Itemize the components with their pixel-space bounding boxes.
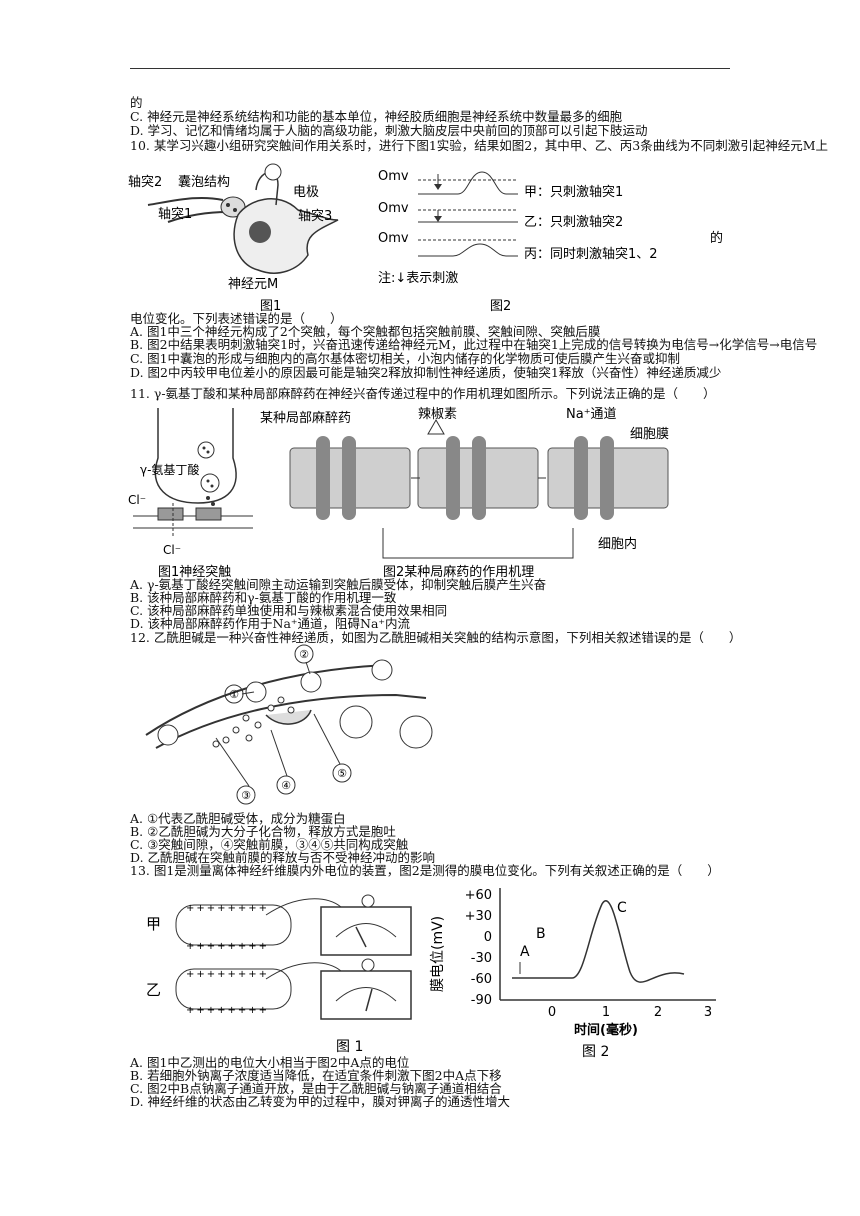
text-line: D. 乙酰胆碱在突触前膜的释放与否不受神经冲动的影响 bbox=[130, 850, 436, 865]
fig12-mark: ④ bbox=[281, 779, 291, 792]
text-line: D. 学习、记忆和情绪均属于人脑的高级功能，刺激大脑皮层中央前回的顶部可以引起下… bbox=[130, 123, 648, 138]
figure-11: γ-氨基丁酸 Cl⁻ Cl⁻ 某种局部麻醉药 辣椒素 Na⁺通道 细胞膜 细胞内… bbox=[128, 407, 669, 580]
fig10-label: 轴突1 bbox=[158, 206, 192, 222]
fig11-channel: Na⁺通道 bbox=[566, 407, 617, 422]
fig11-ion: Cl⁻ bbox=[128, 493, 146, 507]
text-line: A. 图1中乙测出的电位大小相当于图2中A点的电位 bbox=[130, 1055, 410, 1070]
fig11-ion: Cl⁻ bbox=[163, 543, 181, 557]
fig13-label: 乙 bbox=[146, 981, 161, 999]
svg-text:++++++++: ++++++++ bbox=[186, 969, 269, 980]
svg-text:++++++++: ++++++++ bbox=[186, 1005, 269, 1016]
fig13-ylabel: 膜电位(mV) bbox=[430, 916, 446, 992]
text-line: A. ①代表乙酰胆碱受体，成分为糖蛋白 bbox=[130, 811, 346, 826]
fig10-note: 注:↓表示刺激 bbox=[378, 271, 458, 286]
fig12-mark: ① bbox=[229, 688, 239, 701]
fig13-ytick: +30 bbox=[465, 909, 492, 924]
fig10-label: 轴突3 bbox=[298, 208, 332, 224]
header-rule bbox=[130, 68, 730, 69]
fig13-label: 甲 bbox=[146, 915, 161, 933]
figure-12: ① ② ③ ④ ⑤ bbox=[145, 644, 433, 805]
fig13-point: C bbox=[617, 900, 627, 916]
fig13-xtick: 0 bbox=[548, 1005, 556, 1020]
fig13-xtick: 1 bbox=[602, 1005, 610, 1020]
question-10: 10. 某学习兴趣小组研究突触间作用关系时，进行下图1实验，结果如图2，其中甲、… bbox=[130, 138, 829, 153]
fig13-caption: 图 2 bbox=[582, 1044, 609, 1060]
fig13-xtick: 2 bbox=[654, 1005, 662, 1020]
fig10-ref: Omv bbox=[378, 169, 409, 184]
fig10-label: 电极 bbox=[293, 185, 319, 200]
question-12: 12. 乙酰胆碱是一种兴奋性神经递质，如图为乙酰胆碱相关突触的结构示意图，下列相… bbox=[130, 630, 742, 645]
svg-text:++++++++: ++++++++ bbox=[186, 941, 269, 952]
svg-text:++++++++: ++++++++ bbox=[186, 903, 269, 914]
fig11-drug: 某种局部麻醉药 bbox=[260, 410, 351, 426]
text-line: C. 图1中囊泡的形成与细胞内的高尔基体密切相关，小泡内储存的化学物质可使后膜产… bbox=[130, 351, 681, 366]
fig10-ref: Omv bbox=[378, 231, 409, 246]
text-line: B. ②乙酰胆碱为大分子化合物，释放方式是胞吐 bbox=[130, 824, 396, 839]
fig13-ytick: -90 bbox=[471, 993, 492, 1008]
fig13-caption: 图 1 bbox=[336, 1039, 363, 1055]
figure-10-2: Omv Omv Omv 甲：只刺激轴突1 乙：只刺激轴突2 丙：同时刺激轴突1、… bbox=[378, 169, 723, 314]
fig11-label: γ-氨基丁酸 bbox=[140, 462, 199, 477]
figure-13-2: 膜电位(mV) +60 +30 0 -30 -60 -90 0 1 2 3 时间… bbox=[430, 888, 716, 1060]
question-13: 13. 图1是测量离体神经纤维膜内外电位的装置，图2是测得的膜电位变化。下列有关… bbox=[130, 863, 720, 878]
fig11-inside: 细胞内 bbox=[598, 536, 637, 552]
fig10-series: 丙：同时刺激轴突1、2 bbox=[524, 246, 658, 262]
fig11-capsaicin: 辣椒素 bbox=[418, 407, 457, 422]
fig10-label: 囊泡结构 bbox=[178, 174, 230, 190]
fig10-series: 甲：只刺激轴突1 bbox=[524, 184, 623, 200]
fig13-point: B bbox=[536, 926, 546, 942]
text-line: 电位变化。下列表述错误的是（ ） bbox=[130, 311, 343, 326]
fig11-caption: 图2某种局麻药的作用机理 bbox=[383, 564, 534, 580]
text-line: 的 bbox=[130, 95, 143, 110]
fig11-caption: 图1神经突触 bbox=[158, 564, 231, 580]
fig10-ref: Omv bbox=[378, 201, 409, 216]
fig10-caption: 图1 bbox=[260, 299, 281, 314]
fig13-ytick: -30 bbox=[471, 951, 492, 966]
fig10-caption: 图2 bbox=[490, 299, 511, 314]
fig12-mark: ② bbox=[299, 648, 309, 661]
text-line: D. 神经纤维的状态由乙转变为甲的过程中，膜对钾离子的通透性增大 bbox=[130, 1094, 511, 1109]
fig13-ytick: +60 bbox=[465, 888, 492, 903]
fig12-mark: ③ bbox=[241, 789, 251, 802]
text-line: C. 图2中B点钠离子通道开放，是由于乙酰胆碱与钠离子通道相结合 bbox=[130, 1081, 502, 1096]
text-line: D. 图2中丙较甲电位差小的原因最可能是轴突2释放抑制性神经递质，使轴突1释放（… bbox=[130, 365, 722, 380]
text-line: B. 该种局部麻醉药和γ-氨基丁酸的作用机理一致 bbox=[130, 590, 397, 605]
figure-13-1: 甲 乙 ++++++++ ++++++++ ++++++++ ++++++++ … bbox=[146, 894, 412, 1055]
fig13-point: A bbox=[520, 944, 530, 960]
fig13-ytick: 0 bbox=[484, 930, 492, 945]
text-line: C. ③突触间隙，④突触前膜，③④⑤共同构成突触 bbox=[130, 837, 409, 852]
text-line: C. 该种局部麻醉药单独使用和与辣椒素混合使用效果相同 bbox=[130, 603, 448, 618]
question-11: 11. γ-氨基丁酸和某种局部麻醉药在神经兴奋传递过程中的作用机理如图所示。下列… bbox=[130, 386, 716, 401]
fig12-mark: ⑤ bbox=[337, 767, 347, 780]
fig10-trailing: 的 bbox=[710, 230, 723, 246]
fig10-label: 轴突2 bbox=[128, 174, 162, 190]
text-line: D. 该种局部麻醉药作用于Na⁺通道，阻碍Na⁺内流 bbox=[130, 616, 410, 631]
figure-10-1: 轴突2 囊泡结构 电极 轴突1 轴突3 神经元M 图1 bbox=[128, 163, 339, 314]
fig13-xtick: 3 bbox=[704, 1005, 712, 1020]
fig10-series: 乙：只刺激轴突2 bbox=[524, 214, 623, 230]
text-line: B. 若细胞外钠离子浓度适当降低，在适宜条件刺激下图2中A点下移 bbox=[130, 1068, 502, 1083]
text-line: A. 图1中三个神经元构成了2个突触，每个突触都包括突触前膜、突触间隙、突触后膜 bbox=[130, 324, 601, 339]
fig13-xlabel: 时间(毫秒) bbox=[574, 1022, 638, 1038]
text-line: A. γ-氨基丁酸经突触间隙主动运输到突触后膜受体，抑制突触后膜产生兴奋 bbox=[130, 577, 547, 592]
text-line: B. 图2中结果表明刺激轴突1时，兴奋迅速传递给神经元M，此过程中在轴突1上完成… bbox=[130, 337, 818, 352]
text-line: C. 神经元是神经系统结构和功能的基本单位，神经胶质细胞是神经系统中数量最多的细… bbox=[130, 109, 623, 124]
fig10-label: 神经元M bbox=[228, 277, 278, 292]
fig13-ytick: -60 bbox=[471, 972, 492, 987]
fig11-membrane: 细胞膜 bbox=[630, 427, 669, 442]
